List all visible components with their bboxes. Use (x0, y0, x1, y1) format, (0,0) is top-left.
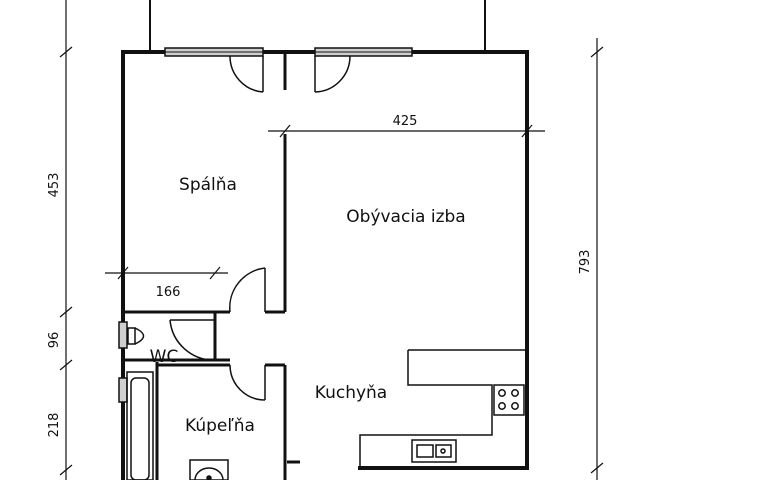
dimension-label-bath-height: 218 (47, 413, 62, 438)
dimension-label-total-height: 793 (578, 250, 593, 275)
door-bedroom (229, 267, 266, 313)
interior-walls (123, 52, 300, 480)
doors (169, 55, 351, 401)
bathtub-icon (126, 371, 154, 480)
balcony-lines (149, 0, 486, 52)
room-label-spalna: Spálňa (179, 175, 237, 195)
fixtures (126, 327, 527, 480)
door-bath (229, 364, 266, 401)
sink-icon (189, 459, 229, 480)
room-label-kupelna: Kúpeľňa (185, 416, 255, 436)
dimension-lines (59, 0, 604, 480)
window-wc (118, 321, 128, 349)
door-bedroom-balcony (229, 55, 264, 93)
dimension-label-wc-height: 96 (47, 332, 62, 349)
dimension-label-living-width: 425 (393, 114, 418, 129)
dimension-label-bedroom-width: 166 (156, 285, 181, 300)
room-label-obyvacia: Obývacia izba (346, 207, 465, 227)
exterior-walls (121, 50, 529, 480)
room-label-kuchyna: Kuchyňa (315, 383, 387, 403)
window-bath (118, 377, 128, 403)
kitchen-sink-icon (411, 439, 457, 463)
room-label-wc: WC (150, 347, 179, 367)
toilet-icon (127, 327, 145, 345)
kitchen-counter (359, 349, 527, 468)
dimension-label-bedroom-height: 453 (47, 173, 62, 198)
windows (118, 47, 413, 403)
door-living-balcony (314, 55, 351, 93)
stove-icon (493, 384, 525, 416)
door-wc (169, 319, 216, 361)
